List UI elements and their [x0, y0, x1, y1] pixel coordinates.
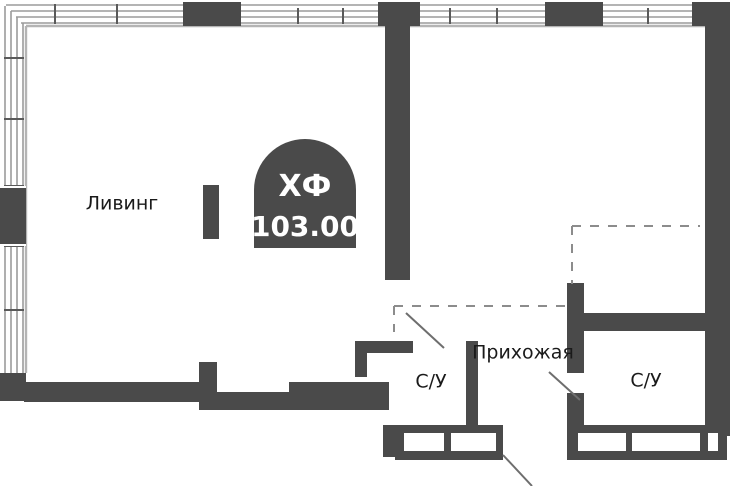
wall-pier-left — [0, 188, 26, 244]
wall-bath1-right — [466, 341, 478, 433]
leader-lines-group — [405, 312, 581, 486]
wall-step-segment — [289, 382, 389, 410]
area-badge-shape — [254, 139, 356, 248]
wall-bath1-bottom-ext — [383, 425, 395, 457]
room-label-hallway: Прихожая — [472, 342, 574, 364]
dashed-lines-group — [393, 225, 700, 332]
fixture-cutout-bath2-c — [708, 433, 718, 451]
fixture-cutout-bath2-a — [578, 433, 626, 451]
leader-line-hallway — [548, 371, 581, 401]
glazing-mullions-left — [4, 57, 24, 311]
room-label-living: Ливинг — [86, 193, 159, 215]
wall-hall-horizontal — [567, 313, 715, 331]
wall-notch-left — [355, 384, 371, 398]
wall-bath1-top — [355, 341, 413, 353]
wall-living-bottom — [24, 382, 206, 402]
wall-living-bottom-2 — [199, 392, 289, 410]
wall-pier-top-1 — [183, 2, 241, 26]
wall-right-exterior — [705, 24, 730, 436]
wall-corner-top-right — [692, 2, 730, 26]
wall-pier-top-2 — [378, 2, 420, 26]
area-badge-code: ХФ — [279, 169, 332, 204]
fixtures-cutouts-group — [404, 433, 718, 451]
wall-bath1-left — [355, 341, 367, 377]
fixture-cutout-bath2-b — [632, 433, 700, 451]
walls-group — [0, 2, 730, 460]
wall-corner-bottom-left — [0, 373, 26, 401]
fixture-cutout-bath1-a — [404, 433, 444, 451]
leader-line-bath1 — [405, 312, 445, 349]
wall-central-spine — [385, 24, 410, 280]
glazing-mullions-top — [54, 4, 649, 24]
area-badge[interactable]: ХФ 103.00 — [251, 139, 359, 248]
fixture-cutout-bath1-b — [451, 433, 496, 451]
leader-line-bottom — [502, 454, 533, 486]
area-badge-value: 103.00 — [251, 210, 359, 243]
room-label-bath-2: С/У — [630, 370, 662, 392]
wall-pier-top-3 — [545, 2, 603, 26]
room-label-bath-1: С/У — [415, 371, 447, 393]
wall-pier-living-interior — [203, 185, 219, 239]
